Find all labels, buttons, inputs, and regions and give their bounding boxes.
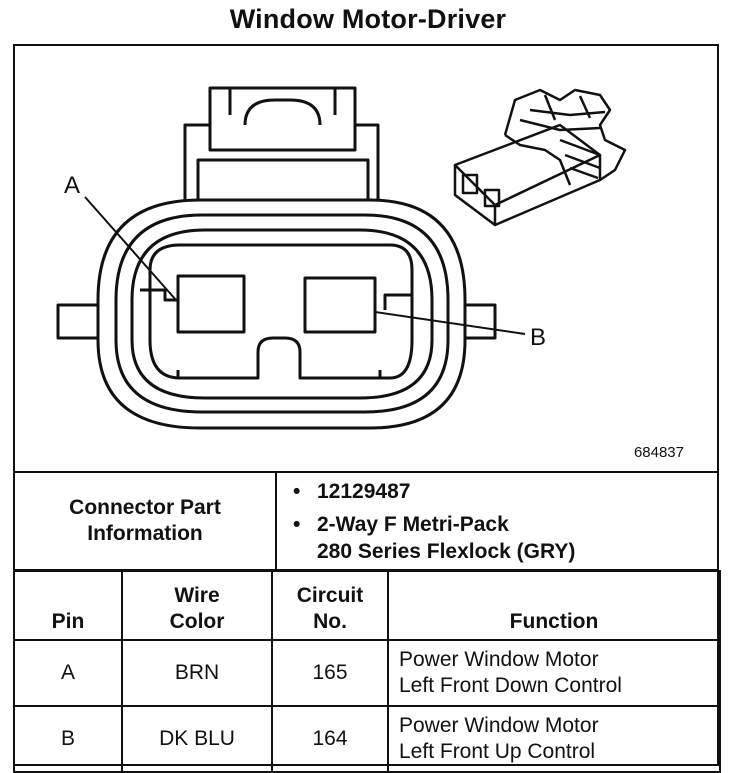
connector-part-label-line2: Information — [87, 522, 203, 545]
connector-info-block: Connector Part Information • 12129487 • 2-… — [13, 471, 719, 571]
connector-face-diagram: A B — [56, 86, 627, 430]
leader-line-a — [84, 196, 177, 301]
bullet-2: • — [293, 512, 301, 536]
connector-part-details: • 12129487 • 2-Way F Metri-Pack 280 Series… — [275, 471, 719, 571]
cell-circuit: 165 — [271, 639, 389, 707]
header-pin: Pin — [13, 570, 123, 641]
page-title: Window Motor-Driver — [229, 4, 507, 34]
leader-line-b — [374, 311, 526, 335]
bullet-1: • — [293, 479, 301, 503]
terminal-cavity-b — [303, 276, 377, 334]
cell-circuit: 164 — [271, 705, 389, 773]
terminal-cavity-a — [176, 274, 246, 334]
figure-number: 684837 — [633, 444, 684, 461]
connector-part-label-line1: Connector Part — [69, 496, 221, 519]
pin-label-a: A — [64, 172, 80, 199]
cell-wire-color: DK BLU — [121, 705, 273, 773]
connector-description-line2: 280 Series Flexlock (GRY) — [317, 539, 576, 563]
cell-pin: B — [13, 705, 123, 773]
cell-wire-color: BRN — [121, 639, 273, 707]
connector-body-outer — [96, 198, 467, 430]
connector-description-line1: 2-Way F Metri-Pack — [317, 512, 509, 536]
header-function: Function — [387, 570, 721, 641]
connector-part-label: Connector Part Information — [13, 471, 277, 571]
connector-latch — [183, 86, 380, 200]
part-number: 12129487 — [317, 479, 411, 503]
connector-isometric-view — [453, 88, 627, 227]
cell-pin: A — [13, 639, 123, 707]
pin-label-b: B — [530, 324, 546, 351]
